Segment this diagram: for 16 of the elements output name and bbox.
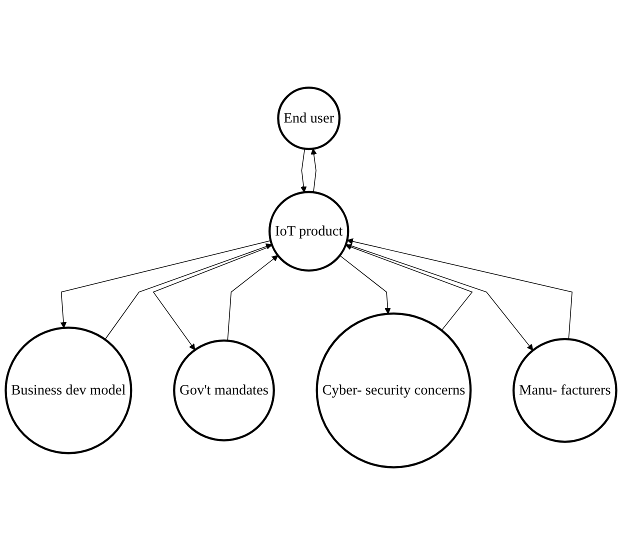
node-circle: IoT product — [268, 190, 350, 272]
node-circle: Cyber- security concerns — [316, 312, 472, 468]
arrow — [104, 243, 272, 340]
node-circle: End user — [277, 86, 341, 150]
arrow — [152, 245, 273, 350]
arrow — [227, 255, 278, 342]
arrow — [60, 240, 272, 328]
arrow — [310, 148, 317, 193]
node-circle: Manu- facturers — [512, 338, 618, 443]
arrow — [339, 255, 391, 314]
arrow — [345, 244, 473, 331]
node-circle: Business dev model — [4, 326, 132, 454]
arrow — [346, 244, 534, 351]
arrow — [346, 238, 572, 340]
arrow — [300, 148, 307, 193]
node-circle: Gov't mandates — [173, 340, 275, 442]
